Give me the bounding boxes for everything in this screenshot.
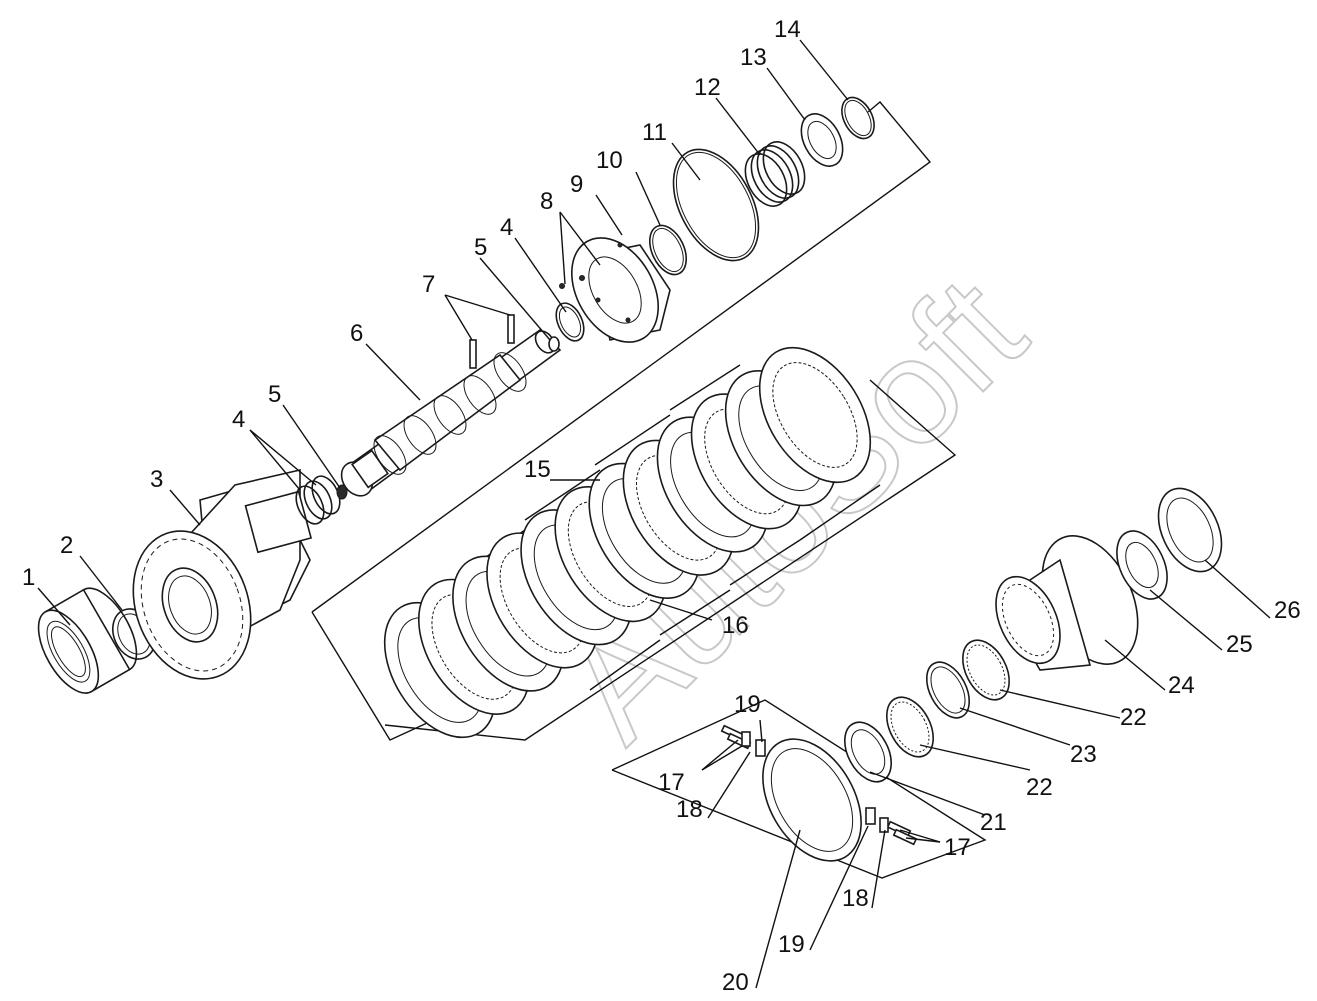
- callout-20: 20: [722, 969, 749, 996]
- bushing-part-5-left: [336, 484, 348, 500]
- snap-ring-part-14: [841, 96, 875, 140]
- bushing-part-5-right: [548, 336, 560, 352]
- callout-11: 11: [642, 119, 667, 146]
- callout-17-left: 17: [658, 769, 685, 796]
- callout-19-lower: 19: [778, 931, 805, 958]
- callout-3: 3: [150, 466, 163, 493]
- callout-13: 13: [740, 44, 767, 71]
- callout-23: 23: [1070, 741, 1097, 768]
- pins-part-8: [559, 275, 585, 289]
- callout-19-upper: 19: [734, 691, 761, 718]
- shaft-part-6: [340, 328, 562, 497]
- callout-5-left: 5: [268, 381, 281, 408]
- retainer-plate-part-20: [762, 738, 862, 862]
- callout-12: 12: [694, 74, 721, 101]
- callout-4-right: 4: [500, 214, 513, 241]
- piston-part-9: [570, 237, 671, 343]
- callout-22-lower: 22: [1026, 774, 1053, 801]
- gear-hub-part-24: [995, 535, 1139, 671]
- callout-1: 1: [22, 564, 35, 591]
- callout-18-right: 18: [842, 885, 869, 912]
- spring-part-12: [744, 141, 806, 207]
- callout-16: 16: [722, 612, 749, 639]
- screws-part-7: [469, 314, 515, 369]
- lock-plate-part-19-upper: [755, 739, 766, 757]
- callout-6: 6: [350, 320, 363, 347]
- callout-9: 9: [570, 171, 583, 198]
- shaft-group-bracket: [311, 101, 932, 613]
- needle-bearing-part-22-upper: [962, 639, 1010, 701]
- seal-rings-part-4-left: [295, 475, 341, 525]
- leader-lines: [37, 39, 1271, 989]
- callout-2: 2: [60, 532, 73, 559]
- needle-bearing-part-22-lower: [886, 696, 934, 758]
- callout-22-upper: 22: [1120, 704, 1147, 731]
- washer-part-13: [800, 113, 844, 167]
- friction-disc: [758, 346, 872, 484]
- bearing-part-26: [1157, 487, 1223, 573]
- callout-24: 24: [1168, 672, 1195, 699]
- callout-4-left: 4: [232, 406, 245, 433]
- callout-10: 10: [596, 147, 623, 174]
- bearing-part-1: [37, 587, 138, 694]
- callout-15: 15: [524, 456, 551, 483]
- callout-7: 7: [422, 271, 435, 298]
- tab-washer-part-18-lower: [879, 817, 889, 833]
- clutch-plates-parts-15-16: [383, 346, 872, 739]
- callout-5-right: 5: [474, 234, 487, 261]
- callout-21: 21: [980, 809, 1007, 836]
- tab-washer-part-18-upper: [741, 731, 751, 747]
- bolts-part-17-lower: [886, 820, 918, 846]
- callout-18-left: 18: [676, 796, 703, 823]
- large-o-ring-part-11: [672, 148, 760, 262]
- callout-26: 26: [1274, 597, 1301, 624]
- callout-25: 25: [1226, 631, 1253, 658]
- lock-plate-part-19-lower: [865, 807, 876, 825]
- callout-labels: 1 2 3 4 4 5 5 6 7 8 9 10 11 12 13 14 15 …: [22, 16, 1301, 996]
- spacer-part-23: [925, 661, 971, 719]
- clutch-pack-bracket: [311, 611, 439, 741]
- thrust-washer-part-25: [1116, 530, 1168, 600]
- gear-drum-part-3: [132, 468, 313, 680]
- callout-17-right: 17: [944, 834, 971, 861]
- callout-14: 14: [774, 16, 801, 43]
- callout-8: 8: [540, 188, 553, 215]
- ring-part-21: [844, 721, 892, 783]
- o-ring-part-10: [649, 224, 687, 276]
